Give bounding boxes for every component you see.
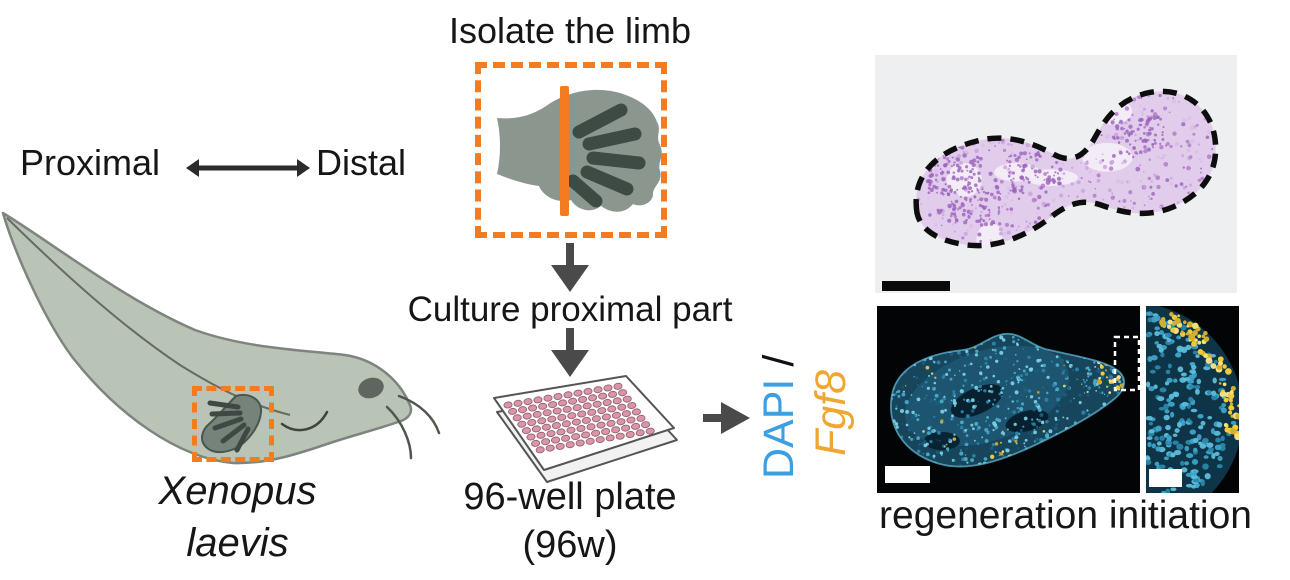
- cut-line-icon: [560, 86, 569, 216]
- histology-micrograph: [875, 55, 1237, 293]
- scale-bar: [882, 281, 950, 291]
- 96-well-plate-icon: [493, 375, 678, 483]
- down-arrow-icon: [551, 328, 589, 377]
- right-arrow-icon: [703, 402, 750, 434]
- fluorescence-micrograph-inset: [1146, 306, 1239, 493]
- stain-separator: /: [755, 354, 803, 367]
- tadpole-limb-digits: [207, 400, 251, 453]
- tadpole-operculum-line: [280, 410, 329, 432]
- limb-region-box: [192, 386, 274, 462]
- limb-digits: [566, 103, 646, 208]
- tadpole-barbel-1: [397, 394, 441, 435]
- plate-abbrev-label: (96w): [522, 524, 618, 566]
- tissue-dashed-outline: [913, 88, 1219, 249]
- scale-bar: [1149, 469, 1182, 487]
- dapi-text: DAPI: [755, 378, 803, 479]
- inset-region-box: [1113, 335, 1140, 392]
- tadpole-barbel-2: [385, 405, 413, 460]
- fluorescence-tissue: [890, 332, 1140, 468]
- tadpole-eye: [358, 377, 384, 399]
- fgf8-gene-label: Fgf8: [807, 369, 855, 456]
- organism-species-label: laevis: [186, 521, 289, 565]
- isolated-limb-icon: [497, 86, 662, 216]
- proximal-label: Proximal: [20, 142, 161, 183]
- culture-step-label: Culture proximal part: [407, 290, 733, 329]
- fluorescence-inset-tissue: [1146, 306, 1239, 493]
- double-arrow-icon: [186, 159, 310, 177]
- tadpole-illustration: [1, 211, 441, 465]
- plate-wells: [503, 382, 655, 454]
- plate-name-label: 96-well plate: [463, 476, 677, 518]
- distal-label: Distal: [316, 142, 407, 183]
- fluorescence-micrograph-overview: [877, 306, 1140, 493]
- isolate-step-title: Isolate the limb: [448, 10, 692, 51]
- result-caption: regeneration initiation: [879, 494, 1252, 537]
- scale-bar: [885, 466, 930, 483]
- histology-tissue: [913, 88, 1219, 249]
- dapi-label: DAPI /: [755, 354, 803, 479]
- organism-genus-label: Xenopus: [158, 469, 317, 513]
- isolate-dashed-box: [475, 62, 667, 238]
- down-arrow-icon: [551, 243, 589, 292]
